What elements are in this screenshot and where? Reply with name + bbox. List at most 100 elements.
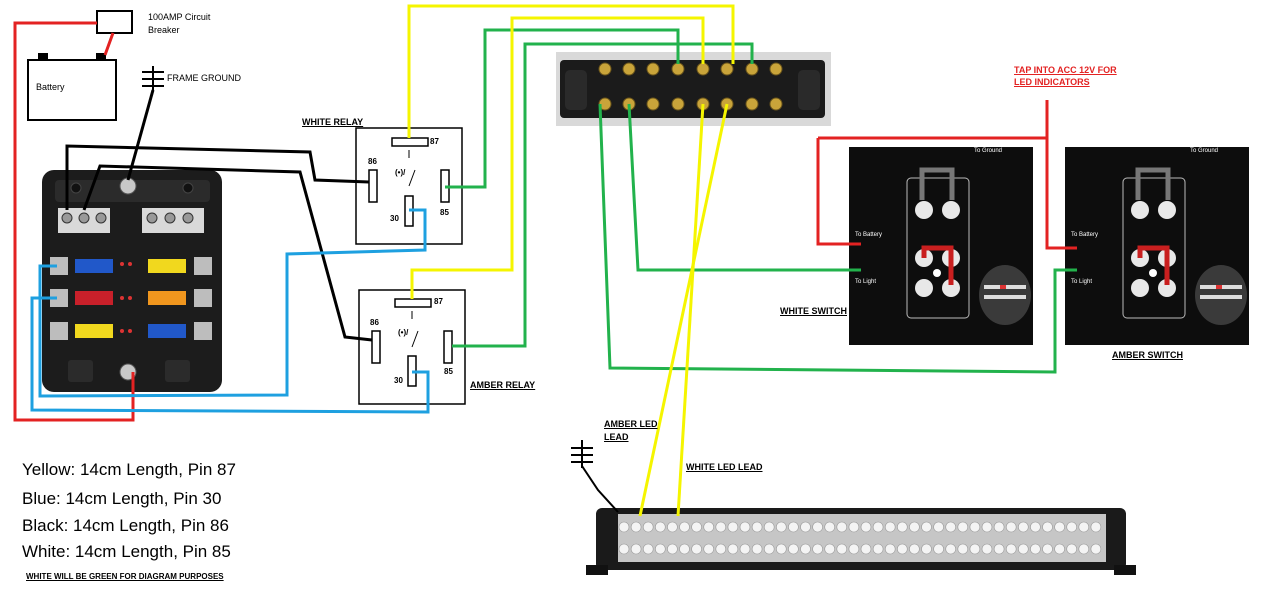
led-cell	[1042, 521, 1053, 533]
tap-acc-label-line1: TAP INTO ACC 12V FOR	[1014, 65, 1117, 75]
white-relay-pin-86: 86	[368, 157, 377, 166]
led-cell	[763, 521, 775, 533]
led-cell	[642, 521, 654, 533]
white-switch-label: WHITE SWITCH	[780, 306, 847, 316]
led-cell	[800, 543, 811, 555]
amber-relay-label: AMBER RELAY	[470, 380, 536, 390]
green-wires	[445, 28, 1077, 374]
white-relay-pin-87: 87	[430, 137, 439, 146]
led-cell	[824, 521, 836, 533]
led-cell	[1042, 543, 1053, 555]
breaker-label-line2: Breaker	[148, 25, 180, 35]
led-cell	[836, 543, 848, 555]
white-switch-to-light: To Light	[855, 279, 877, 285]
amber-relay-pin-30: 30	[394, 376, 403, 385]
led-cell	[703, 543, 715, 555]
amber-switch-to-ground: To Ground	[1190, 148, 1219, 154]
led-cell	[909, 543, 920, 555]
led-cell	[775, 543, 787, 555]
amber-led-lead-label-line1: AMBER LED	[604, 419, 658, 429]
led-cell	[679, 543, 690, 555]
terminal-block	[556, 52, 831, 126]
battery-terminal-neg	[38, 53, 48, 60]
led-cell	[921, 521, 932, 533]
tap-acc-label-line2: LED INDICATORS	[1014, 77, 1090, 87]
led-cell	[836, 521, 848, 533]
led-cell	[860, 543, 872, 555]
green-note: WHITE WILL BE GREEN FOR DIAGRAM PURPOSES	[26, 572, 224, 581]
led-cell	[727, 521, 739, 533]
led-cell	[896, 543, 908, 555]
led-cell	[775, 521, 787, 533]
amber-relay	[358, 289, 466, 405]
battery-terminal-pos	[96, 53, 106, 60]
led-cell	[618, 543, 630, 555]
led-cell	[993, 543, 1005, 555]
frame-ground-label: FRAME GROUND	[167, 73, 241, 83]
led-cell	[884, 543, 896, 555]
led-cell	[969, 543, 981, 555]
led-cell	[1066, 521, 1077, 533]
led-cell	[715, 521, 727, 533]
amber-switch-to-light: To Light	[1071, 279, 1093, 285]
black-wires	[65, 89, 373, 342]
led-cell	[642, 543, 654, 555]
led-cell	[848, 543, 860, 555]
amber-switch	[1065, 147, 1249, 345]
led-cell	[1054, 543, 1065, 555]
led-cell	[788, 521, 799, 533]
led-cell	[981, 543, 993, 555]
led-cell	[933, 521, 944, 533]
legend-white: White: 14cm Length, Pin 85	[22, 542, 231, 561]
breaker-label-line1: 100AMP Circuit	[148, 12, 211, 22]
led-cell	[884, 521, 896, 533]
led-cell	[1017, 543, 1029, 555]
led-cell	[1017, 521, 1029, 533]
led-cell	[800, 521, 811, 533]
led-cell	[921, 543, 932, 555]
battery	[27, 59, 117, 121]
amber-switch-to-battery: To Battery	[1071, 232, 1099, 238]
blue-wires	[30, 208, 430, 414]
led-cell	[751, 543, 763, 555]
circuit-breaker	[96, 10, 133, 34]
legend-black: Black: 14cm Length, Pin 86	[22, 516, 229, 535]
amber-switch-label: AMBER SWITCH	[1112, 350, 1183, 360]
led-cell	[1078, 543, 1090, 555]
led-cell	[727, 543, 739, 555]
led-cell	[933, 543, 944, 555]
white-relay	[355, 127, 463, 245]
led-cell	[993, 521, 1005, 533]
led-cell	[715, 543, 727, 555]
yellow-wires	[407, 4, 735, 517]
led-cell	[739, 521, 751, 533]
led-light-bar	[586, 508, 1136, 575]
led-cell	[739, 543, 751, 555]
white-relay-symbol: (•)/	[395, 168, 406, 177]
led-cell	[679, 521, 690, 533]
led-cell	[957, 543, 969, 555]
led-cell	[667, 543, 678, 555]
led-cell	[1005, 521, 1017, 533]
white-relay-label: WHITE RELAY	[302, 117, 364, 127]
led-cell	[945, 543, 957, 555]
led-cell	[909, 521, 920, 533]
amber-relay-pin-87: 87	[434, 297, 443, 306]
legend-yellow: Yellow: 14cm Length, Pin 87	[22, 460, 236, 479]
led-cell	[630, 521, 642, 533]
white-relay-pin-30: 30	[390, 214, 399, 223]
led-cell	[630, 543, 642, 555]
red-wires	[13, 21, 1077, 422]
fuse-box	[42, 170, 222, 392]
led-cell	[957, 521, 969, 533]
white-relay-pin-85: 85	[440, 208, 449, 217]
led-cell	[1030, 521, 1041, 533]
white-switch-to-battery: To Battery	[855, 232, 883, 238]
led-cell	[1090, 521, 1102, 533]
led-cell	[824, 543, 836, 555]
led-cell	[860, 521, 872, 533]
led-cell	[812, 521, 823, 533]
lightbar-ground-symbol	[571, 440, 619, 513]
led-cell	[654, 521, 666, 533]
